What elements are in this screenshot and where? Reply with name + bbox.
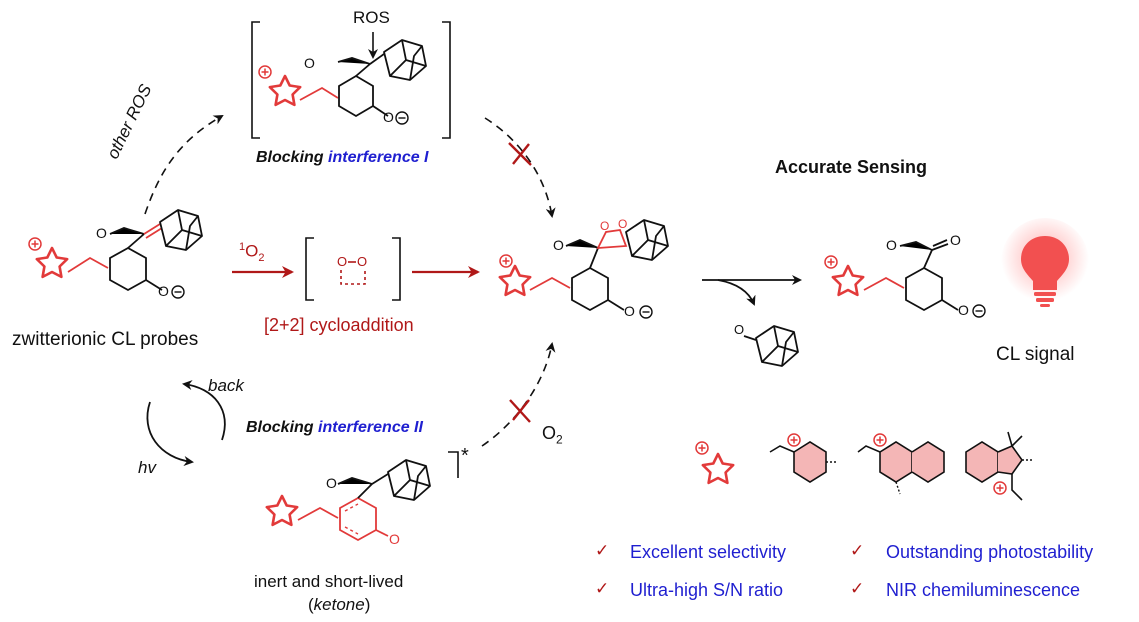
methoxy-label: O — [304, 55, 315, 71]
back-label: back — [208, 376, 244, 395]
feature-text-4: NIR chemiluminescence — [886, 580, 1081, 600]
ketone-methoxy-label: O — [326, 475, 337, 491]
zwitterionic-label: zwitterionic CL probes — [12, 329, 199, 350]
cycloaddition-label: [2+2] cycloaddition — [264, 315, 414, 335]
ketone-word: ketone — [313, 595, 365, 614]
oxygen-label: O2 — [542, 424, 563, 446]
oxygen-sub: 2 — [556, 432, 563, 447]
svg-text:O: O — [600, 219, 609, 233]
ketone-close: ) — [364, 595, 371, 614]
top-probe-structure — [258, 39, 427, 125]
singlet-oxygen-sub: 2 — [258, 252, 265, 265]
feature-text-1: Excellent selectivity — [630, 542, 787, 562]
blocking-interference-1: Blocking interference I — [256, 150, 429, 166]
blocking-1-prefix: Blocking — [256, 149, 324, 166]
blocking-2-em: interference II — [318, 419, 423, 436]
light-bulb-icon — [1001, 218, 1089, 307]
excited-star-label: * — [461, 445, 469, 467]
cationic-star-icon — [695, 441, 735, 485]
product-methoxy-label: O — [886, 237, 897, 253]
dioxygen-intermediate: O O — [305, 237, 401, 301]
adamantanone-structure: O — [734, 322, 799, 367]
svg-text:O: O — [357, 254, 367, 269]
svg-text:O: O — [734, 322, 744, 337]
svg-text:O: O — [337, 254, 347, 269]
product-carbonyl-label: O — [950, 232, 961, 248]
accurate-sensing-title: Accurate Sensing — [775, 157, 928, 177]
feature-check-1: ✓ — [595, 541, 610, 560]
ketone-label: (ketone) — [308, 596, 370, 613]
ketone-open: ( — [308, 595, 314, 614]
blocking-interference-2: Blocking interference II — [246, 420, 423, 436]
pyridinium-icon — [769, 433, 838, 483]
feature-text-3: Ultra-high S/N ratio — [630, 580, 784, 600]
emitter-product-structure — [824, 239, 986, 318]
singlet-oxygen-main: O — [245, 241, 259, 261]
blocking-2-prefix: Blocking — [246, 419, 314, 436]
ketone-oxygen-label: O — [389, 531, 400, 547]
oxygen-main: O — [542, 423, 557, 443]
svg-text:O: O — [618, 217, 627, 231]
quinolinium-icon — [857, 433, 945, 495]
dioxetane-methoxy-label: O — [553, 237, 564, 253]
phenoxide-label: O — [383, 109, 394, 125]
product-phenoxide-label: O — [958, 302, 969, 318]
blocked-arrow-top — [484, 117, 556, 218]
other-ros-arrow — [144, 115, 224, 215]
feature-text-2: Outstanding photostability — [886, 542, 1094, 562]
dioxetane-structure: O O — [498, 217, 669, 319]
inert-label: inert and short-lived — [254, 572, 404, 591]
cl-signal-label: CL signal — [996, 344, 1075, 365]
feature-check-3: ✓ — [595, 579, 610, 598]
photo-cycle-arrows — [146, 380, 226, 466]
feature-check-4: ✓ — [850, 579, 865, 598]
blocking-1-em: interference I — [328, 149, 429, 166]
hv-label: hv — [138, 458, 156, 477]
probe-phenoxide-label: O — [158, 283, 169, 299]
ketone-structure — [265, 451, 459, 542]
zwitterionic-probe-structure — [28, 209, 203, 299]
ros-label: ROS — [353, 8, 390, 27]
singlet-oxygen-label: 1O2 — [239, 242, 264, 264]
singlet-oxygen-sup: 1 — [239, 241, 246, 253]
decomposition-arrow — [702, 275, 802, 306]
feature-check-2: ✓ — [850, 541, 865, 560]
bracket-intermediate-top — [251, 21, 451, 139]
probe-methoxy-label: O — [96, 225, 107, 241]
dioxetane-phenoxide-label: O — [624, 303, 635, 319]
blocked-arrow-bottom — [481, 342, 556, 447]
indolium-icon — [965, 431, 1034, 501]
